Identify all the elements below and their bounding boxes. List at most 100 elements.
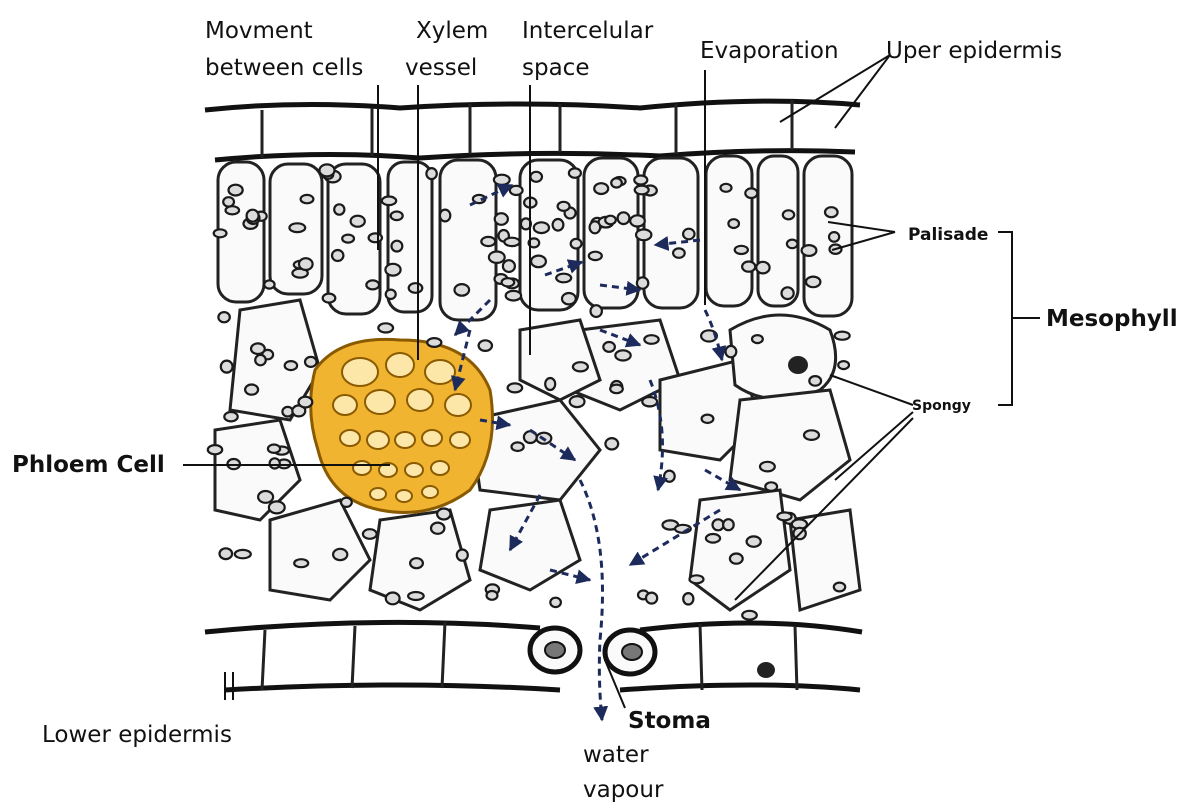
chloroplast (508, 383, 523, 392)
chloroplast (214, 229, 227, 237)
chloroplast (299, 397, 313, 408)
label-movement-line1: Movment (205, 18, 313, 44)
chloroplast (391, 212, 403, 221)
chloroplast (556, 274, 571, 283)
chloroplast (637, 277, 648, 288)
chloroplast (530, 172, 542, 182)
chloroplast (838, 361, 849, 369)
chloroplast (269, 501, 285, 513)
label-lower-epidermis: Lower epidermis (42, 722, 232, 748)
chloroplast (385, 264, 400, 276)
label-xylem-line1: Xylem (416, 18, 488, 44)
chloroplast (341, 498, 352, 507)
chloroplast (220, 548, 233, 559)
label-intercellular-line2: space (522, 55, 589, 81)
chloroplast (378, 323, 393, 332)
label-palisade: Palisade (908, 225, 988, 245)
chloroplast (558, 202, 570, 211)
chloroplast (745, 188, 757, 198)
chloroplast (783, 210, 794, 219)
chloroplast (825, 207, 838, 217)
chloroplast (642, 397, 657, 406)
chloroplast (481, 237, 495, 246)
chloroplast (806, 277, 820, 288)
chloroplast (706, 534, 720, 543)
chloroplast (683, 593, 693, 604)
chloroplast (431, 523, 444, 534)
spongy-mesophyll-layer (215, 300, 860, 610)
chloroplast (351, 216, 365, 227)
chloroplast (735, 246, 748, 254)
chloroplast (270, 458, 280, 468)
chloroplast (646, 593, 657, 604)
chloroplast (728, 219, 739, 228)
chloroplast (294, 559, 308, 567)
chloroplast (305, 357, 317, 367)
chloroplast (334, 204, 344, 214)
label-stoma: Stoma (628, 708, 711, 734)
chloroplast (208, 445, 222, 454)
chloroplast (342, 235, 354, 243)
label-spongy: Spongy (912, 398, 971, 414)
chloroplast (455, 284, 470, 296)
chloroplast (301, 195, 314, 203)
chloroplast (494, 175, 510, 185)
chloroplast (333, 549, 347, 560)
label-movement-line2: between cells (205, 55, 363, 81)
label-upper-epidermis: Uper epidermis (886, 38, 1062, 64)
chloroplast (605, 216, 616, 225)
chloroplast (802, 245, 817, 256)
chloroplast (634, 176, 647, 185)
chloroplast (218, 312, 229, 322)
chloroplast (323, 294, 336, 303)
chloroplast (782, 287, 794, 299)
chloroplast (721, 184, 732, 192)
chloroplast (264, 280, 274, 288)
label-intercellular-line1: Intercelular (522, 18, 654, 44)
chloroplast (618, 212, 630, 224)
chloroplast (510, 186, 523, 195)
chloroplast (742, 262, 755, 272)
chloroplast (268, 445, 280, 453)
chloroplast (590, 221, 601, 233)
chloroplast (690, 575, 704, 583)
chloroplast (409, 283, 423, 293)
chloroplast (255, 355, 266, 365)
chloroplast (809, 376, 821, 386)
chloroplast (605, 438, 618, 449)
chloroplast (363, 529, 377, 539)
chloroplast (787, 240, 798, 249)
chloroplast (511, 442, 523, 451)
label-mesophyll: Mesophyll (1046, 306, 1178, 332)
chloroplast (573, 362, 588, 371)
chloroplast (702, 415, 714, 423)
chloroplast (495, 213, 508, 225)
chloroplast (247, 210, 259, 222)
chloroplast (235, 550, 251, 558)
stoma-guard-cells (530, 628, 655, 674)
chloroplast (726, 346, 737, 357)
chloroplast (427, 338, 441, 347)
chloroplast (636, 229, 651, 240)
chloroplast (285, 361, 297, 370)
label-xylem-line2: vessel (405, 55, 477, 81)
chloroplast (752, 335, 763, 343)
chloroplast (229, 185, 243, 196)
chloroplast (742, 611, 757, 620)
chloroplast (747, 536, 761, 546)
chloroplast (386, 290, 396, 299)
chloroplast (479, 340, 492, 351)
chloroplast (410, 558, 423, 568)
chloroplast (223, 197, 234, 206)
chloroplast (545, 378, 555, 390)
chloroplast (550, 598, 561, 607)
chloroplast (245, 385, 258, 395)
chloroplast (251, 343, 265, 354)
labels: Movment between cells Xylem vessel Inter… (12, 18, 1178, 803)
chloroplast (221, 361, 233, 373)
chloroplast (594, 183, 608, 194)
chloroplast (553, 219, 564, 231)
chloroplast (426, 168, 436, 179)
chloroplast (777, 512, 791, 520)
chloroplast (437, 509, 450, 520)
